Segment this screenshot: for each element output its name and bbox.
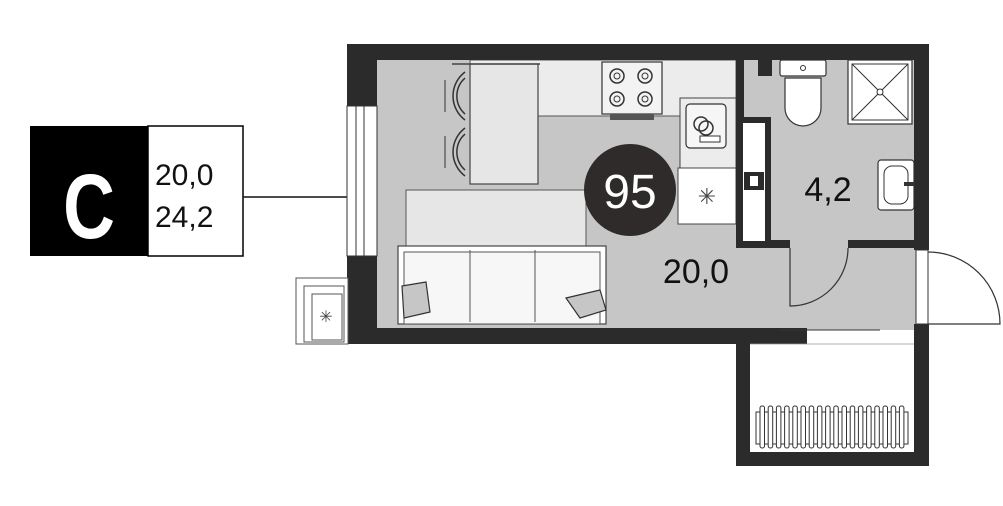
legend-letter-box — [30, 126, 148, 256]
radiator-fin — [882, 405, 888, 449]
chair-bottom — [444, 127, 466, 177]
radiator-fin — [866, 405, 872, 449]
wall-right-upper — [914, 44, 929, 250]
legend-living-area: 20,0 — [155, 159, 213, 192]
walls — [347, 44, 929, 466]
bathroom-fixtures — [779, 59, 915, 211]
shower-icon — [847, 59, 913, 125]
svg-text:✳: ✳ — [319, 309, 332, 326]
bathroom-area-label: 4,2 — [804, 171, 851, 209]
window-left — [346, 105, 378, 257]
wall-left-lower — [347, 256, 377, 342]
legend: С 20,0 24,2 — [30, 125, 440, 258]
wall-right-lower — [914, 324, 929, 464]
wall-bath-bottom-right — [848, 240, 918, 248]
radiator-fin — [800, 405, 806, 449]
outside-unit: ✳ — [295, 277, 349, 345]
kitchen-sink-icon — [679, 97, 737, 169]
radiator-fin — [898, 405, 905, 449]
dining-table — [469, 63, 539, 185]
radiator-fin — [808, 405, 815, 449]
sofa — [397, 245, 607, 325]
balcony-radiator — [755, 405, 909, 449]
furniture: ✳ — [397, 59, 737, 325]
radiator-fin — [792, 405, 798, 449]
stove-icon — [601, 61, 663, 120]
door-bathroom — [789, 247, 849, 307]
radiator-fin — [849, 405, 856, 449]
legend-area-box — [147, 125, 244, 257]
radiator-fin — [759, 405, 765, 449]
balcony-bottom-wall — [736, 452, 929, 466]
radiator-fin — [841, 405, 847, 449]
apartment-number-badge: 95 — [584, 144, 676, 236]
radiator-fin — [767, 405, 774, 449]
wall-left-upper — [347, 44, 377, 106]
balcony — [750, 329, 914, 449]
pillow-right — [565, 289, 607, 319]
washbasin-icon — [877, 159, 915, 211]
radiator-fin — [775, 405, 782, 449]
radiator-fin — [816, 405, 823, 449]
toilet-icon — [779, 59, 827, 127]
radiator-fin — [784, 405, 790, 449]
wall-post — [758, 58, 772, 76]
hall-floor — [736, 244, 916, 330]
wall-bottom — [347, 328, 807, 344]
radiator-fin — [833, 405, 839, 449]
radiator-fin — [857, 405, 864, 449]
door-entrance — [915, 249, 1001, 325]
radiator-fin — [890, 405, 897, 449]
fridge-icon: ✳ — [677, 167, 737, 225]
radiator-fin — [874, 405, 880, 449]
wall-top — [347, 44, 929, 60]
pillow-left — [401, 281, 431, 319]
balcony-left-wall — [736, 340, 750, 466]
legend-total-area: 24,2 — [155, 201, 213, 234]
radiator-fin — [825, 405, 831, 449]
chair-top — [444, 71, 466, 121]
main-room-area-label: 20,0 — [663, 253, 729, 291]
wardrobe — [737, 117, 771, 247]
apartment-number: 95 — [603, 166, 656, 219]
legend-letter: С — [63, 155, 115, 258]
svg-text:✳: ✳ — [698, 184, 716, 209]
